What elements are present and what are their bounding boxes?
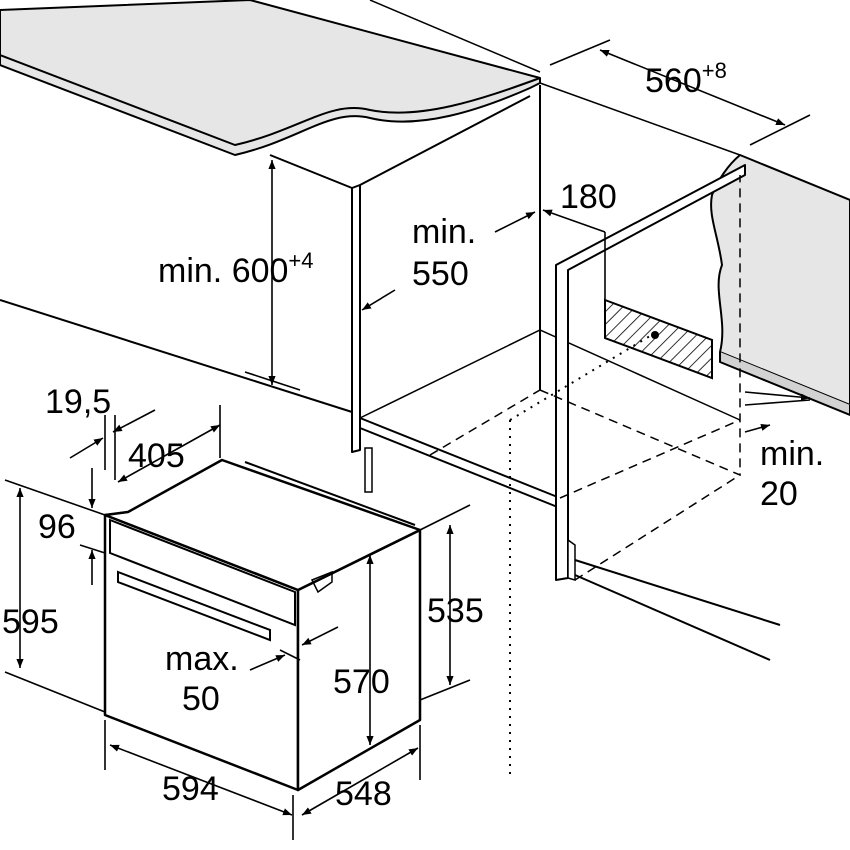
dim-cabinet-depth-line2: 550	[412, 255, 469, 293]
floor-line-right-2	[574, 574, 771, 661]
dim-side-depth: 548	[335, 775, 392, 813]
dim-cabinet-height: min. 600+4	[158, 248, 314, 290]
countertop-back-edge	[369, 0, 541, 73]
countertop-right	[710, 154, 850, 416]
dim-body-height-rear: 535	[427, 592, 484, 630]
center-line	[509, 329, 661, 780]
countertop-left	[0, 0, 541, 156]
dimension-lines	[4, 39, 811, 840]
cabinet-left-panel	[269, 85, 541, 493]
oven-door	[109, 518, 333, 642]
dim-door-gap-line1: max.	[165, 640, 239, 678]
dim-panel-offset: 19,5	[45, 383, 111, 421]
dim-body-height-side: 570	[333, 663, 390, 701]
floor-line-right	[574, 559, 781, 626]
dim-cabinet-width: 560+8	[645, 58, 727, 100]
dim-rear-gap-line2: 20	[760, 475, 798, 513]
dim-vent-depth: 180	[560, 178, 617, 216]
oven-handle	[117, 570, 271, 642]
dim-front-width: 594	[162, 770, 219, 808]
dim-rear-gap-line1: min.	[760, 435, 824, 473]
dim-fascia-height: 96	[38, 508, 76, 546]
oven-body	[103, 458, 422, 792]
dim-door-gap-line2: 50	[182, 680, 220, 718]
plinth-line	[0, 299, 353, 413]
oven-side-grip	[310, 570, 333, 594]
dim-cabinet-depth-line1: min.	[412, 213, 476, 251]
dim-front-height: 595	[2, 603, 59, 641]
hidden-edges	[429, 175, 741, 581]
hatched-vent-icon	[604, 298, 713, 380]
dim-body-depth: 405	[128, 437, 185, 475]
